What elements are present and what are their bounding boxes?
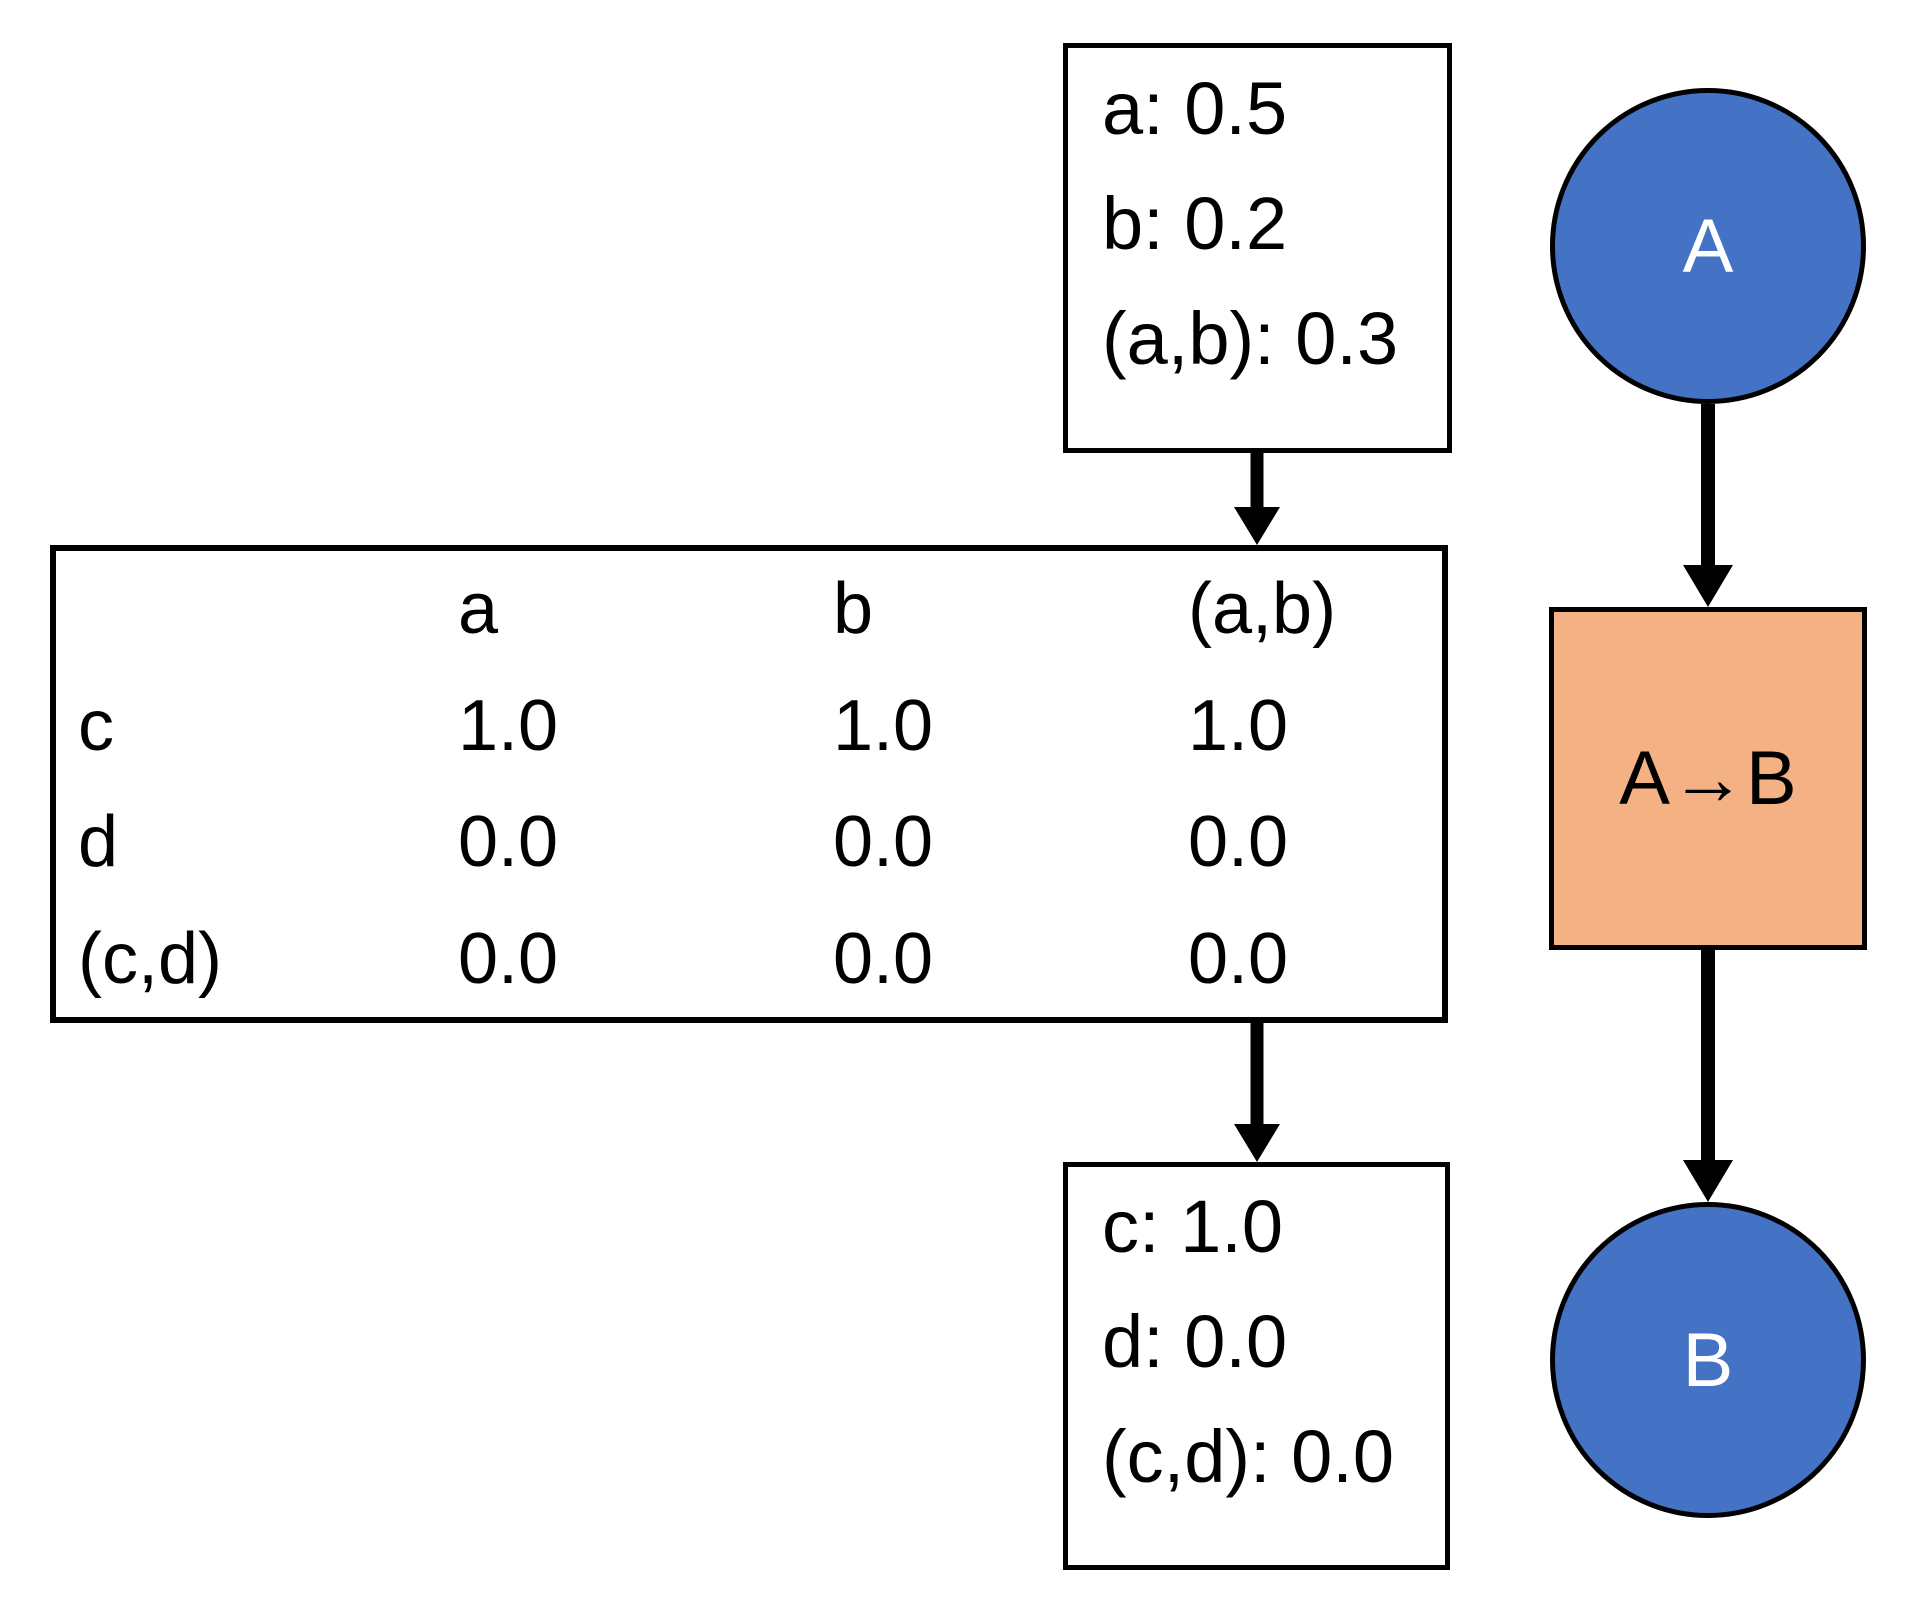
table-row-label: d (78, 802, 119, 883)
input-message-line: a: 0.5 (1102, 67, 1288, 150)
node-a-circle: A (1550, 88, 1866, 404)
input-message-box: a: 0.5 b: 0.2 (a,b): 0.3 (1063, 43, 1452, 453)
arrow-head (1683, 565, 1733, 607)
arrow-head (1683, 1160, 1733, 1202)
conditional-probability-table: a b (a,b) c 1.0 1.0 1.0 d 0.0 0.0 0.0 (c… (50, 545, 1448, 1023)
output-message-line: d: 0.0 (1102, 1300, 1288, 1383)
table-value-cell: 1.0 (458, 685, 559, 766)
table-row-label: (c,d) (78, 918, 222, 999)
table-col-header: (a,b) (1188, 569, 1337, 650)
arrow-factor-to-node-b (1683, 950, 1733, 1202)
factor-a-to-b-box: A→B (1549, 607, 1867, 950)
table-row-label: c (78, 685, 114, 766)
node-a-label: A (1682, 203, 1734, 289)
table-value-cell: 1.0 (1188, 685, 1289, 766)
arrow-node-a-to-factor (1683, 404, 1733, 607)
table-corner-cell (56, 551, 436, 668)
arrow-input-message-to-table (1234, 453, 1280, 545)
arrow-stem (1250, 453, 1264, 509)
table-value-cell: 0.0 (1188, 918, 1289, 999)
input-message-line: b: 0.2 (1102, 182, 1288, 265)
table-value-cell: 0.0 (833, 918, 934, 999)
table-value-cell: 0.0 (833, 802, 934, 883)
arrow-stem (1701, 950, 1715, 1162)
arrow-stem (1250, 1023, 1264, 1126)
table-value-cell: 0.0 (458, 802, 559, 883)
output-message-line: c: 1.0 (1102, 1185, 1283, 1268)
output-message-box: c: 1.0 d: 0.0 (c,d): 0.0 (1063, 1162, 1450, 1570)
table-col-header: b (833, 569, 874, 650)
table-col-header: a (458, 569, 499, 650)
table-value-cell: 1.0 (833, 685, 934, 766)
table-value-cell: 0.0 (1188, 802, 1289, 883)
node-b-label: B (1682, 1317, 1734, 1403)
node-b-circle: B (1550, 1202, 1866, 1518)
arrow-head (1234, 507, 1280, 545)
input-message-line: (a,b): 0.3 (1102, 297, 1399, 380)
arrow-stem (1701, 404, 1715, 567)
factor-label: A→B (1619, 736, 1797, 821)
arrow-table-to-output-message (1234, 1023, 1280, 1162)
arrow-head (1234, 1124, 1280, 1162)
table-value-cell: 0.0 (458, 918, 559, 999)
output-message-line: (c,d): 0.0 (1102, 1415, 1394, 1498)
